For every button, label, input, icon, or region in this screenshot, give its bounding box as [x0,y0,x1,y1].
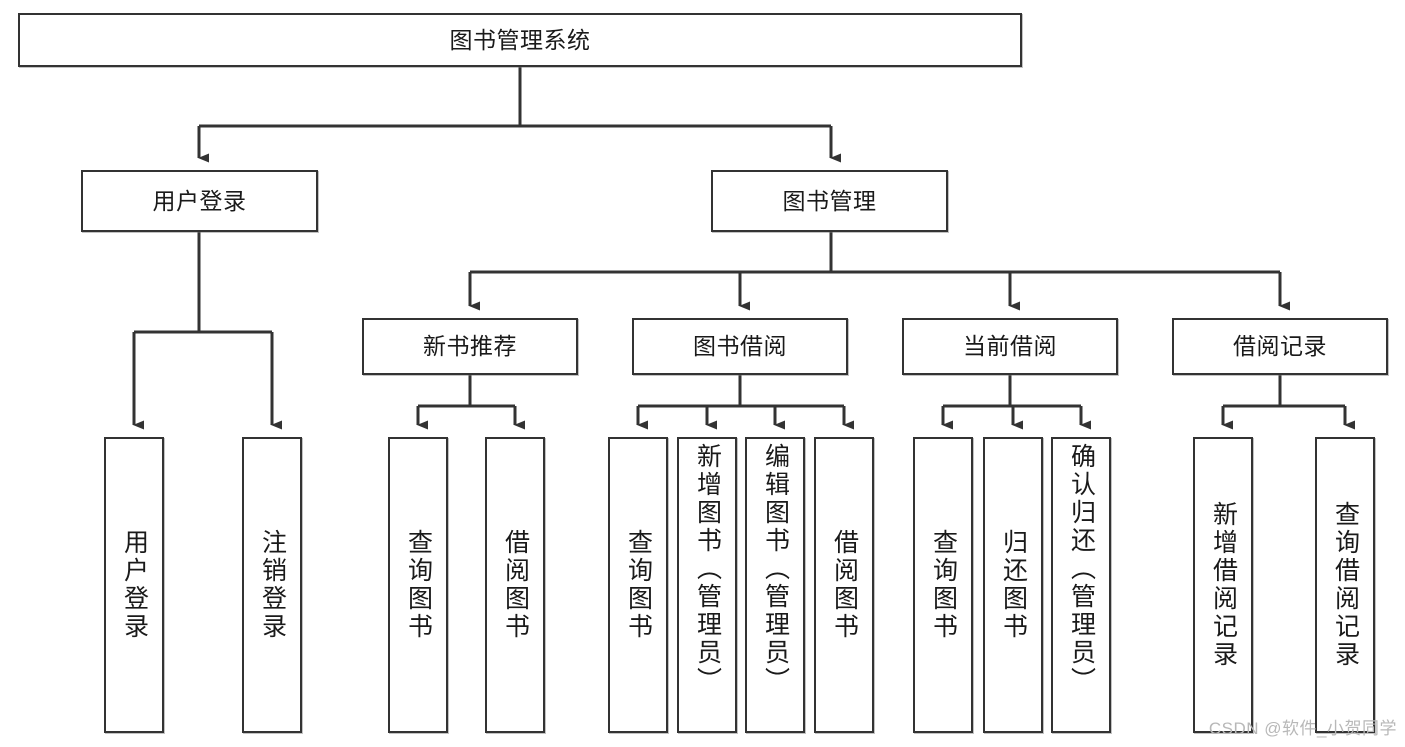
node-current-borrow[interactable]: 当前借阅 [902,318,1118,375]
node-leaf-logout-login[interactable]: 注销登录 [242,437,302,733]
node-leaf-query-book-1-label: 查询图书 [404,529,433,641]
node-user-login[interactable]: 用户登录 [81,170,318,232]
node-leaf-edit-book-label: 编辑图书（管理员） [761,443,790,695]
node-leaf-borrow-book-2[interactable]: 借阅图书 [814,437,874,733]
node-root[interactable]: 图书管理系统 [18,13,1022,67]
node-leaf-confirm-return[interactable]: 确认归还（管理员） [1051,437,1111,733]
node-borrow-record-label: 借阅记录 [1233,333,1327,360]
node-leaf-query-book-2[interactable]: 查询图书 [608,437,668,733]
node-leaf-return-book[interactable]: 归还图书 [983,437,1043,733]
node-book-management-label: 图书管理 [782,187,877,214]
node-leaf-add-book[interactable]: 新增图书（管理员） [677,437,737,733]
node-book-borrow-label: 图书借阅 [693,333,787,360]
node-leaf-query-book-2-label: 查询图书 [624,529,653,641]
node-leaf-add-book-label: 新增图书（管理员） [693,443,722,695]
node-leaf-user-login[interactable]: 用户登录 [104,437,164,733]
node-leaf-return-book-label: 归还图书 [999,529,1028,641]
node-leaf-query-book-1[interactable]: 查询图书 [388,437,448,733]
node-leaf-add-record-label: 新增借阅记录 [1209,501,1238,669]
node-leaf-logout-login-label: 注销登录 [258,529,287,641]
node-new-book-recommend-label: 新书推荐 [423,333,517,360]
node-current-borrow-label: 当前借阅 [963,333,1057,360]
node-borrow-record[interactable]: 借阅记录 [1172,318,1388,375]
node-leaf-user-login-label: 用户登录 [120,529,149,641]
node-leaf-query-record-label: 查询借阅记录 [1331,501,1360,669]
node-root-label: 图书管理系统 [449,26,591,53]
node-leaf-confirm-return-label: 确认归还（管理员） [1067,443,1096,695]
node-leaf-borrow-book-1-label: 借阅图书 [501,529,530,641]
node-leaf-query-book-3[interactable]: 查询图书 [913,437,973,733]
node-user-login-label: 用户登录 [152,187,247,214]
node-leaf-query-record[interactable]: 查询借阅记录 [1315,437,1375,733]
node-book-borrow[interactable]: 图书借阅 [632,318,848,375]
node-new-book-recommend[interactable]: 新书推荐 [362,318,578,375]
node-leaf-borrow-book-1[interactable]: 借阅图书 [485,437,545,733]
node-leaf-edit-book[interactable]: 编辑图书（管理员） [745,437,805,733]
node-leaf-add-record[interactable]: 新增借阅记录 [1193,437,1253,733]
node-leaf-borrow-book-2-label: 借阅图书 [830,529,859,641]
node-book-management[interactable]: 图书管理 [711,170,948,232]
node-leaf-query-book-3-label: 查询图书 [929,529,958,641]
